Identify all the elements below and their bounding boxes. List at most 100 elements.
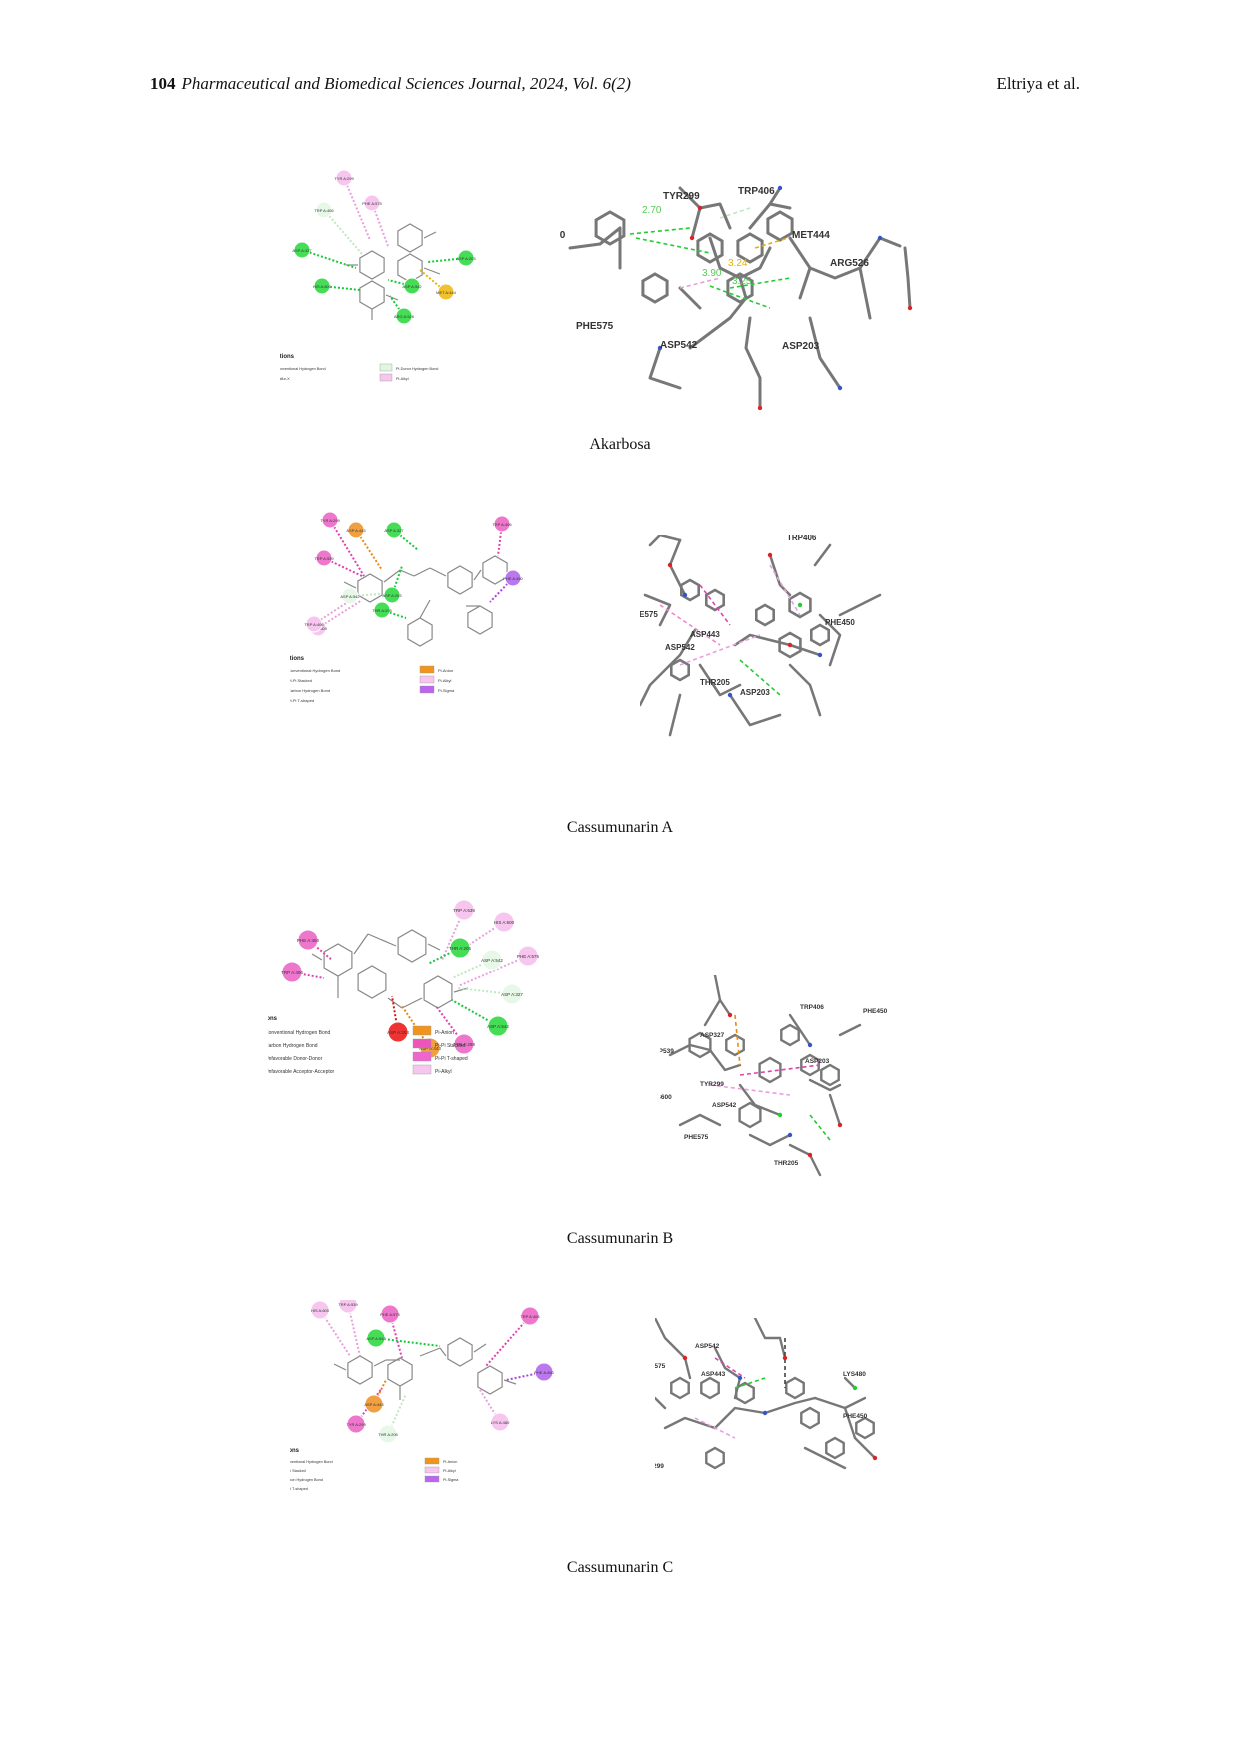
residue-3d-label: PHE575 bbox=[576, 321, 614, 332]
aromatic-ring bbox=[688, 1031, 712, 1059]
interaction-dash bbox=[754, 237, 789, 249]
interaction-line bbox=[505, 1371, 545, 1381]
residue-label: ASP A:542 bbox=[481, 958, 503, 963]
interaction-dash bbox=[635, 237, 711, 254]
aromatic-ring bbox=[725, 1033, 745, 1057]
legend-label: Pi-Alkyl bbox=[443, 1469, 456, 1473]
residue-label: LYS A:480 bbox=[491, 1420, 510, 1425]
ligand-bond bbox=[423, 267, 441, 275]
ligand-bond bbox=[503, 1379, 517, 1385]
residue-label: ASP A:542 bbox=[402, 284, 422, 289]
ligand-bond bbox=[419, 599, 431, 619]
residue-stick bbox=[788, 1013, 812, 1047]
aromatic-ring bbox=[758, 1056, 782, 1084]
residue-label: MET A:444 bbox=[436, 290, 456, 295]
ligand-bond bbox=[383, 569, 401, 583]
legend-label: Pi-Donor Hydrogen Bond bbox=[396, 367, 438, 371]
residue-stick bbox=[713, 975, 732, 1017]
interaction-dash bbox=[694, 1417, 736, 1439]
heteroatom bbox=[782, 1355, 788, 1361]
ligand-ring bbox=[447, 565, 473, 595]
residue-disc bbox=[487, 1015, 509, 1037]
residue-label: TYR A:299 bbox=[320, 518, 340, 523]
interaction-line bbox=[343, 177, 371, 241]
legend-swatch bbox=[412, 1051, 432, 1062]
residue-stick bbox=[808, 236, 882, 280]
docking-pose-3d: TYR299TRP406HIS600MET444ARG526PHE575ASP5… bbox=[560, 185, 913, 411]
residue-stick bbox=[688, 316, 732, 350]
legend-title: Interactions bbox=[290, 656, 305, 662]
ligand-ring bbox=[467, 605, 493, 635]
heteroatom bbox=[667, 562, 673, 568]
residue-disc bbox=[501, 983, 523, 1005]
interaction-dash bbox=[679, 634, 761, 666]
ligand-ring bbox=[407, 617, 433, 647]
residue-3d-label: ASP203 bbox=[740, 688, 770, 697]
legend-title: Interactions bbox=[280, 354, 295, 360]
residue-3d-label: ASP203 bbox=[782, 341, 820, 352]
aromatic-ring bbox=[788, 591, 812, 619]
residue-disc bbox=[481, 949, 503, 971]
docking-pose-3d: TRP539THR205ASP542PHE575ASP443HIS600LYS4… bbox=[655, 1318, 878, 1470]
residue-stick bbox=[648, 346, 682, 390]
residue-3d-label: PHE575 bbox=[655, 1363, 666, 1370]
ligand-ring bbox=[347, 1355, 373, 1385]
ligand-bond bbox=[473, 1343, 487, 1353]
residue-stick bbox=[808, 1078, 842, 1092]
aromatic-ring bbox=[778, 631, 802, 659]
residue-stick bbox=[748, 1133, 792, 1147]
interaction-line bbox=[317, 599, 363, 629]
ligand-ring bbox=[397, 223, 423, 253]
residue-stick bbox=[813, 1396, 867, 1410]
legend-swatch bbox=[412, 1064, 432, 1075]
residue-disc bbox=[315, 201, 333, 219]
ligand-bond bbox=[419, 1347, 441, 1357]
figure-cassumunarin-c-3d: TRP539THR205ASP542PHE575ASP443HIS600LYS4… bbox=[655, 1318, 975, 1498]
residue-label: ASP A:327 bbox=[292, 248, 312, 253]
residue-label: TYR A:299 bbox=[346, 1422, 366, 1427]
residue-3d-label: TYR299 bbox=[700, 1081, 724, 1088]
residue-disc bbox=[385, 521, 403, 539]
residue-3d-label: TRP406 bbox=[800, 1004, 824, 1011]
heteroatom bbox=[727, 692, 733, 698]
heteroatom bbox=[727, 1012, 733, 1018]
residue-disc bbox=[453, 899, 475, 921]
aromatic-ring bbox=[755, 603, 775, 627]
residue-disc bbox=[313, 277, 331, 295]
legend-label: Unfavorable Acceptor-Acceptor bbox=[268, 1069, 335, 1075]
residue-3d-label: PHE575 bbox=[684, 1134, 709, 1141]
residue-label: ASP A:443 bbox=[419, 1046, 441, 1051]
interaction-dash bbox=[714, 1357, 746, 1379]
residue-label: THR A:205 bbox=[378, 1432, 398, 1437]
residue-stick bbox=[843, 1406, 857, 1440]
residue-label: HIS A:600 bbox=[311, 1308, 330, 1313]
residue-stick bbox=[853, 1436, 877, 1460]
ligand-ring bbox=[357, 573, 383, 603]
residue-3d-label: PHE450 bbox=[825, 618, 855, 627]
residue-3d-label: PHE450 bbox=[863, 1008, 888, 1015]
aromatic-ring bbox=[669, 658, 691, 682]
residue-stick bbox=[683, 1356, 692, 1380]
legend-label: Pi-Pi T-shaped bbox=[435, 1056, 468, 1062]
aromatic-ring bbox=[800, 1406, 820, 1430]
heteroatom bbox=[762, 1410, 768, 1416]
interaction-line bbox=[485, 1315, 531, 1367]
residue-stick bbox=[640, 628, 697, 707]
ligand-bond bbox=[429, 567, 447, 577]
residue-label: HIS A:600 bbox=[494, 920, 515, 925]
residue-disc bbox=[305, 615, 323, 633]
heteroatom bbox=[777, 185, 783, 191]
journal-name: Pharmaceutical and Biomedical Sciences J… bbox=[181, 74, 631, 93]
distance-label: 2.70 bbox=[642, 205, 662, 216]
heteroatom bbox=[852, 1385, 858, 1391]
residue-disc bbox=[490, 1412, 510, 1432]
distance-label: 3.25 bbox=[732, 276, 752, 287]
docking-pose-3d: ASP443TRP406PHE450TRP539ASP327ASP203TYR2… bbox=[660, 975, 888, 1177]
legend-label: Pi-Pi Stacked bbox=[290, 1469, 306, 1473]
aromatic-ring bbox=[820, 1063, 840, 1087]
aromatic-ring bbox=[705, 588, 725, 612]
residue-3d-label: PHE450 bbox=[843, 1413, 868, 1420]
